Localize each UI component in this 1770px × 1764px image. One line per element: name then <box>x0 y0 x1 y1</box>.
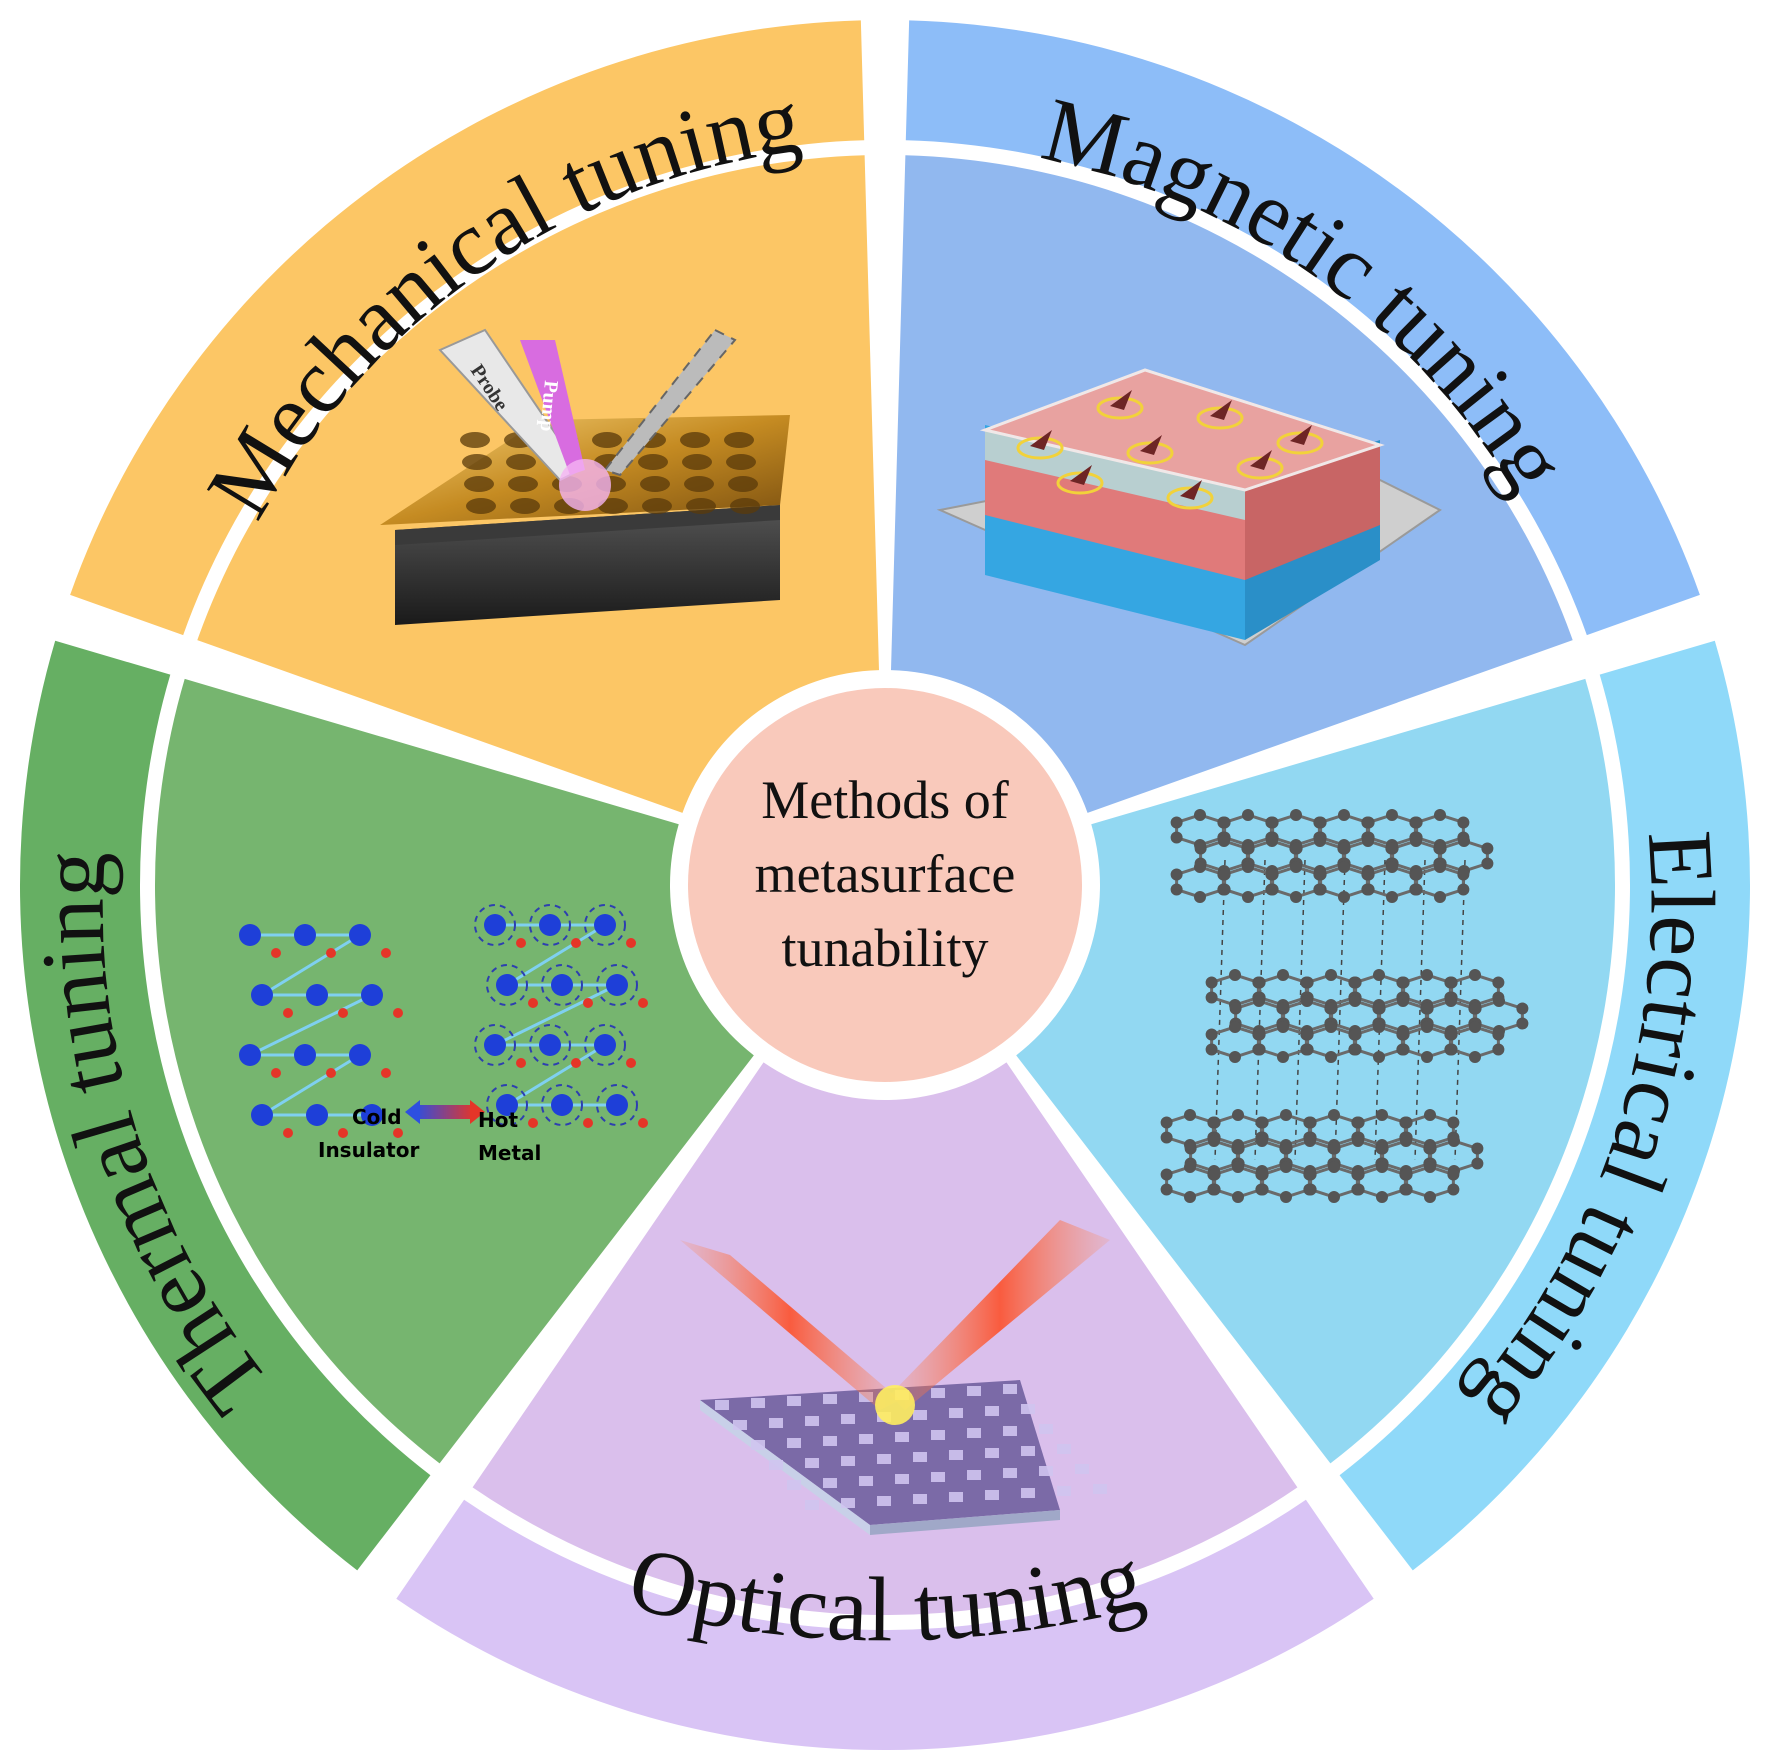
optical-outer-ring <box>396 1499 1374 1750</box>
thermal-crystal-lattice-icon: Cold Insulator Hot Metal <box>239 904 648 1165</box>
insulator-label: Insulator <box>318 1138 419 1162</box>
pump-label: Pump <box>536 380 562 433</box>
hot-label: Hot <box>478 1108 518 1132</box>
magnetic-outer-ring <box>905 20 1700 636</box>
mechanical-perforated-plate-icon: Probe Pump <box>380 328 790 625</box>
center-line-1: Methods of <box>761 770 1009 830</box>
thermal-inner-wedge <box>155 678 754 1464</box>
cold-label: Cold <box>352 1105 402 1129</box>
electrical-outer-ring <box>1339 640 1751 1571</box>
electrical-graphene-lattice-icon <box>1160 809 1529 1203</box>
center-line-2: metasurface <box>755 844 1016 904</box>
optical-laser-metasurface-icon <box>680 1220 1110 1535</box>
optical-inner-wedge <box>472 1062 1298 1616</box>
magnetic-layered-slab-icon <box>936 368 1442 647</box>
center-line-3: tunability <box>782 918 989 978</box>
thermal-outer-ring <box>19 640 431 1571</box>
center-circle <box>688 688 1082 1082</box>
metal-label: Metal <box>478 1141 541 1165</box>
mechanical-outer-ring <box>70 20 865 636</box>
